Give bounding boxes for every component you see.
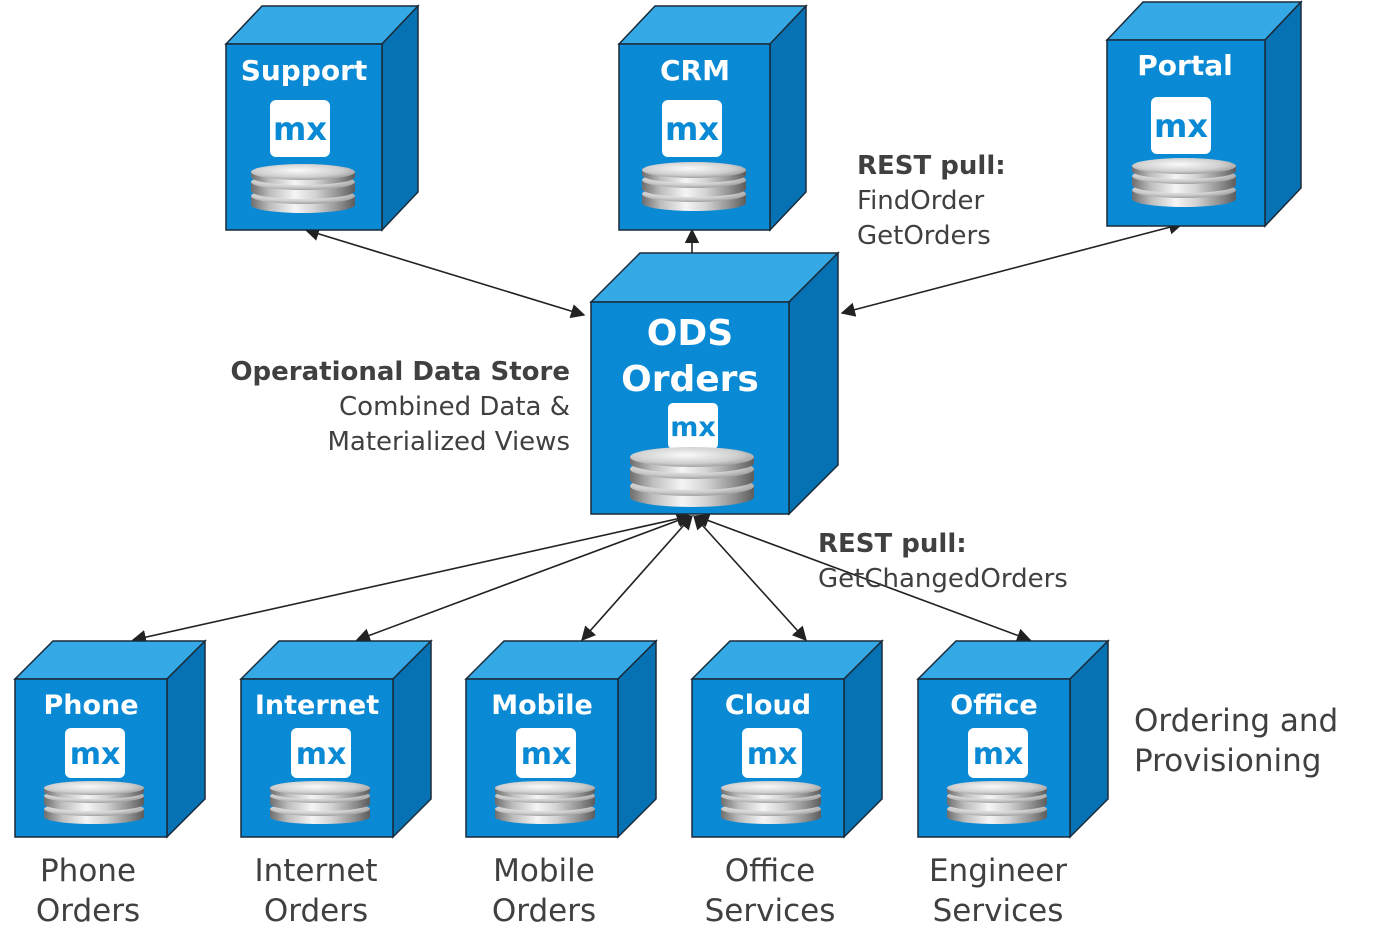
node-title: Internet (255, 690, 379, 721)
annotation-group-ordering: Ordering and Provisioning (1134, 703, 1338, 779)
svg-text:Engineer: Engineer (929, 853, 1067, 889)
mx-logo-icon: mx (742, 728, 802, 778)
node-cloud: Cloud mx (690, 639, 884, 839)
connectors (131, 220, 1184, 645)
svg-text:FindOrder: FindOrder (857, 186, 984, 216)
svg-text:Orders: Orders (492, 893, 596, 929)
svg-text:Office: Office (725, 853, 816, 889)
database-stack-icon (721, 781, 821, 824)
svg-text:REST pull:: REST pull: (857, 151, 1006, 181)
node-ods: ODS Orders mx (589, 251, 840, 516)
node-title: Support (241, 54, 368, 87)
svg-text:Ordering and: Ordering and (1134, 703, 1338, 739)
mx-logo-icon: mx (968, 728, 1028, 778)
arrow-portal-ods (840, 220, 1184, 317)
node-title: Phone (43, 690, 138, 721)
database-stack-icon (44, 781, 144, 824)
svg-text:Combined Data &: Combined Data & (339, 392, 570, 422)
mx-logo-icon: mx (516, 728, 576, 778)
svg-text:mx: mx (665, 110, 719, 148)
caption-office: Office Services (705, 853, 836, 929)
mx-logo-icon: mx (291, 728, 351, 778)
mx-logo-icon: mx (1151, 97, 1211, 154)
node-portal: Portal mx (1105, 0, 1303, 228)
node-title: Cloud (725, 690, 811, 721)
database-stack-icon (642, 162, 746, 211)
database-stack-icon (947, 781, 1047, 824)
svg-text:Materialized Views: Materialized Views (327, 427, 570, 457)
arrow-support-ods (304, 226, 586, 319)
svg-text:Provisioning: Provisioning (1134, 743, 1321, 779)
svg-text:mx: mx (70, 737, 121, 772)
database-stack-icon (495, 781, 595, 824)
mx-logo-icon: mx (65, 728, 125, 778)
svg-text:Services: Services (933, 893, 1064, 929)
arrow-ods-internet (355, 513, 692, 643)
database-stack-icon (630, 447, 754, 507)
node-title: Portal (1137, 49, 1232, 82)
svg-text:GetOrders: GetOrders (857, 221, 991, 251)
svg-text:Operational Data Store: Operational Data Store (230, 357, 570, 387)
annotation-ods-description: Operational Data Store Combined Data & M… (230, 357, 570, 457)
node-title: Office (950, 690, 1037, 721)
svg-text:mx: mx (973, 737, 1024, 772)
arrow-ods-cloud (693, 514, 807, 642)
svg-text:Mobile: Mobile (493, 853, 595, 889)
caption-mobile: Mobile Orders (492, 853, 596, 929)
caption-engineer: Engineer Services (929, 853, 1067, 929)
node-support: Support mx (224, 4, 420, 232)
svg-text:Phone: Phone (40, 853, 136, 889)
node-office: Office mx (916, 639, 1110, 839)
database-stack-icon (251, 164, 355, 213)
arrow-ods-mobile (581, 514, 693, 642)
arrow-ods-office (694, 513, 1032, 643)
annotation-rest-bottom: REST pull: GetChangedOrders (818, 529, 1068, 594)
mx-logo-icon: mx (662, 100, 722, 157)
svg-text:Orders: Orders (36, 893, 140, 929)
caption-internet: Internet Orders (254, 853, 377, 929)
svg-text:mx: mx (747, 737, 798, 772)
svg-text:Orders: Orders (264, 893, 368, 929)
node-title: ODS (647, 313, 733, 354)
svg-text:mx: mx (521, 737, 572, 772)
svg-text:mx: mx (670, 412, 716, 443)
database-stack-icon (1132, 158, 1236, 207)
node-title: CRM (660, 54, 730, 87)
svg-text:Services: Services (705, 893, 836, 929)
svg-text:mx: mx (1154, 107, 1208, 145)
annotation-rest-top: REST pull: FindOrder GetOrders (857, 151, 1006, 251)
svg-text:REST pull:: REST pull: (818, 529, 967, 559)
arrow-ods-phone (131, 511, 692, 645)
svg-text:GetChangedOrders: GetChangedOrders (818, 564, 1068, 594)
mx-logo-icon: mx (270, 100, 330, 157)
caption-phone: Phone Orders (36, 853, 140, 929)
svg-text:mx: mx (296, 737, 347, 772)
node-mobile: Mobile mx (464, 639, 658, 839)
svg-text:Internet: Internet (254, 853, 377, 889)
database-stack-icon (270, 781, 370, 824)
node-phone: Phone mx (13, 639, 207, 839)
node-internet: Internet mx (239, 639, 433, 839)
node-title: Mobile (491, 690, 593, 721)
node-crm: CRM mx (617, 4, 808, 232)
mx-logo-icon: mx (668, 403, 718, 449)
svg-text:mx: mx (273, 110, 327, 148)
node-title: Orders (621, 359, 759, 400)
